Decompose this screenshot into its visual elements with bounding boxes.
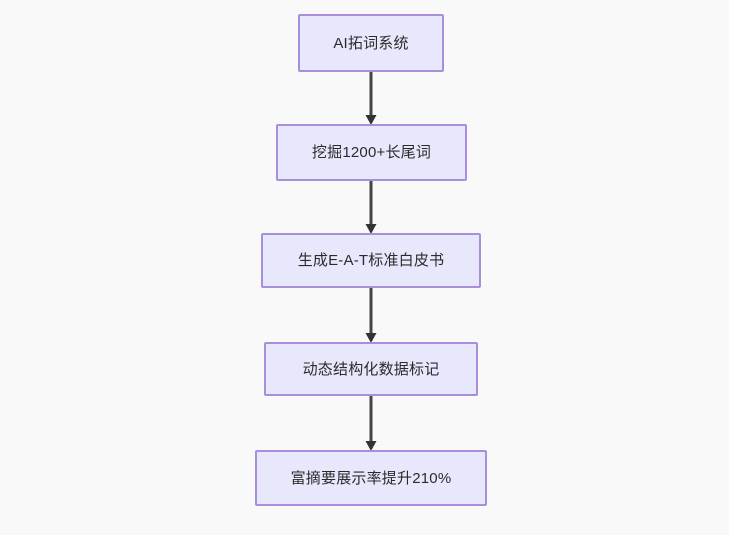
flow-node-label: 富摘要展示率提升210% <box>290 469 452 487</box>
flow-node-rich-snippet-impression-lift[interactable]: 富摘要展示率提升210% <box>255 450 487 506</box>
arrowhead-icon <box>365 441 377 451</box>
flow-node-label: 挖掘1200+长尾词 <box>311 144 432 161</box>
flow-node-dynamic-structured-data-markup[interactable]: 动态结构化数据标记 <box>264 342 478 396</box>
flow-node-generate-eat-whitepaper[interactable]: 生成E-A-T标准白皮书 <box>261 233 481 288</box>
arrowhead-icon <box>365 333 377 343</box>
flow-node-label: 动态结构化数据标记 <box>302 360 440 378</box>
arrowhead-icon <box>365 224 377 234</box>
arrowhead-icon <box>365 115 377 125</box>
flow-node-mine-longtail-keywords[interactable]: 挖掘1200+长尾词 <box>276 124 467 181</box>
flow-node-ai-keyword-system[interactable]: AI拓词系统 <box>298 14 444 72</box>
flow-node-label: AI拓词系统 <box>333 34 409 52</box>
flow-node-label: 生成E-A-T标准白皮书 <box>297 252 445 269</box>
